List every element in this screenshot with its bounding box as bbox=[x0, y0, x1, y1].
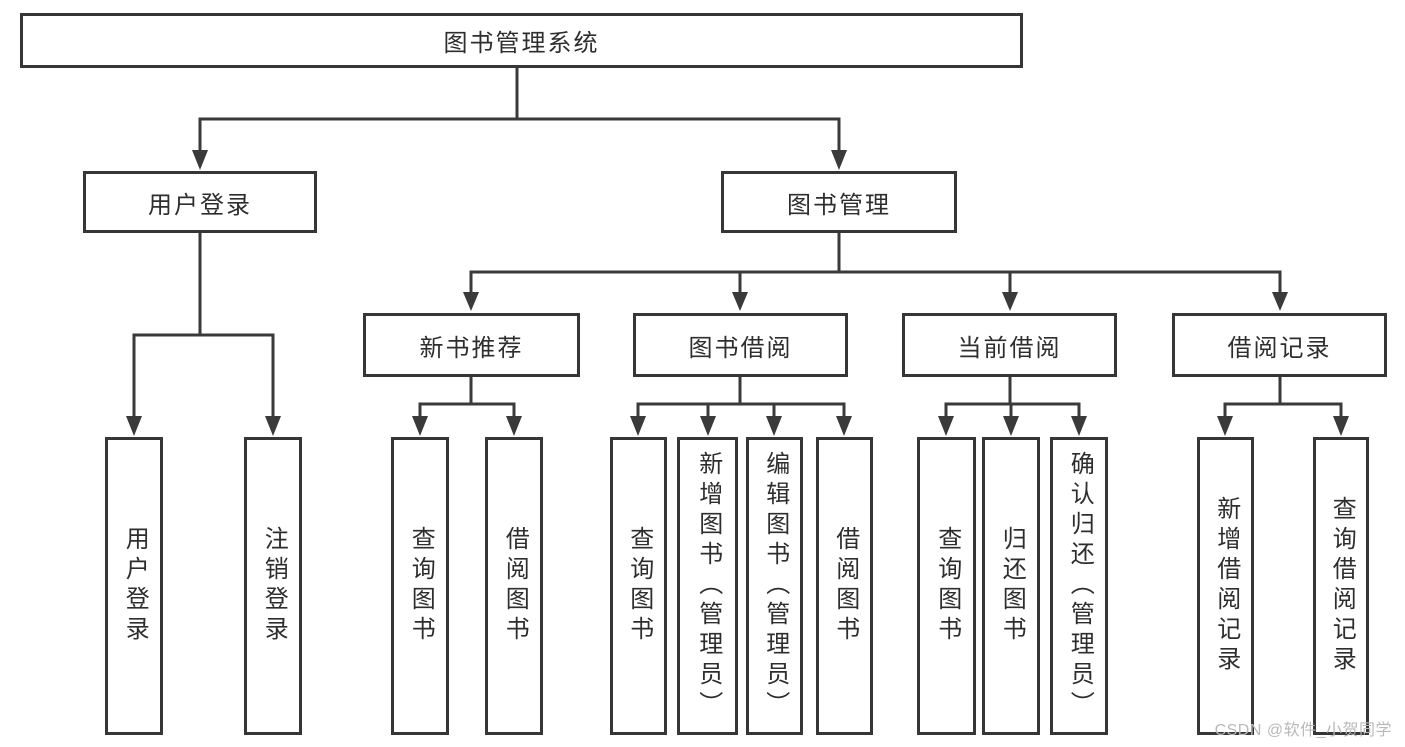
node-label: 查询图书 bbox=[933, 526, 961, 646]
node-book-borrow: 图书借阅 bbox=[633, 313, 848, 377]
connector-current-borrow-branch bbox=[938, 377, 1087, 436]
node-label: 图书借阅 bbox=[688, 334, 793, 362]
node-label: 图书管理 bbox=[787, 191, 891, 219]
node-leaf-borrow-books-2: 借阅图书 bbox=[816, 437, 873, 735]
node-label: 借阅图书 bbox=[501, 526, 529, 646]
node-label: 借阅记录 bbox=[1227, 334, 1332, 362]
node-label: 新增借阅记录 bbox=[1212, 496, 1240, 676]
node-user-login: 用户登录 bbox=[83, 171, 317, 233]
node-leaf-query-books-2: 查询图书 bbox=[610, 437, 667, 735]
node-label: 图书管理系统 bbox=[443, 30, 600, 57]
node-label: 确认归还（管理员） bbox=[1066, 451, 1094, 721]
node-label: 查询借阅记录 bbox=[1328, 496, 1356, 676]
node-label: 编辑图书（管理员） bbox=[761, 451, 789, 721]
node-label: 注销登录 bbox=[260, 526, 288, 646]
node-label: 查询图书 bbox=[625, 526, 653, 646]
node-label: 用户登录 bbox=[148, 191, 252, 219]
node-leaf-return-book: 归还图书 bbox=[982, 437, 1040, 735]
connector-new-book-branch bbox=[412, 377, 522, 436]
node-label: 新书推荐 bbox=[419, 334, 524, 362]
connector-book-management-branch bbox=[463, 233, 1288, 311]
node-leaf-edit-book-admin: 编辑图书（管理员） bbox=[746, 437, 803, 735]
connector-root-to-level2 bbox=[192, 66, 847, 170]
connector-borrow-records-branch bbox=[1217, 377, 1349, 436]
node-new-book-recommend: 新书推荐 bbox=[363, 313, 580, 377]
node-label: 归还图书 bbox=[998, 526, 1026, 646]
node-label: 查询图书 bbox=[407, 526, 435, 646]
node-leaf-user-login: 用户登录 bbox=[105, 437, 163, 735]
node-leaf-confirm-return-admin: 确认归还（管理员） bbox=[1050, 437, 1108, 735]
node-current-borrow: 当前借阅 bbox=[902, 313, 1117, 377]
node-leaf-add-book-admin: 新增图书（管理员） bbox=[677, 437, 738, 735]
node-label: 新增图书（管理员） bbox=[694, 451, 722, 721]
node-leaf-query-books-1: 查询图书 bbox=[391, 437, 449, 735]
node-book-management: 图书管理 bbox=[721, 171, 957, 233]
connector-user-login-branch bbox=[126, 233, 281, 436]
node-library-management-system: 图书管理系统 bbox=[20, 13, 1023, 68]
connector-book-borrow-branch bbox=[630, 377, 852, 436]
node-leaf-query-books-3: 查询图书 bbox=[917, 437, 976, 735]
node-label: 当前借阅 bbox=[957, 334, 1062, 362]
node-leaf-borrow-books-1: 借阅图书 bbox=[485, 437, 543, 735]
csdn-watermark: CSDN @软件_小贺同学 bbox=[1214, 722, 1392, 739]
node-label: 借阅图书 bbox=[831, 526, 859, 646]
node-borrow-records: 借阅记录 bbox=[1172, 313, 1387, 377]
node-leaf-query-borrow-record: 查询借阅记录 bbox=[1313, 437, 1369, 735]
node-leaf-logout: 注销登录 bbox=[244, 437, 302, 735]
node-label: 用户登录 bbox=[121, 526, 149, 646]
node-leaf-add-borrow-record: 新增借阅记录 bbox=[1197, 437, 1254, 735]
